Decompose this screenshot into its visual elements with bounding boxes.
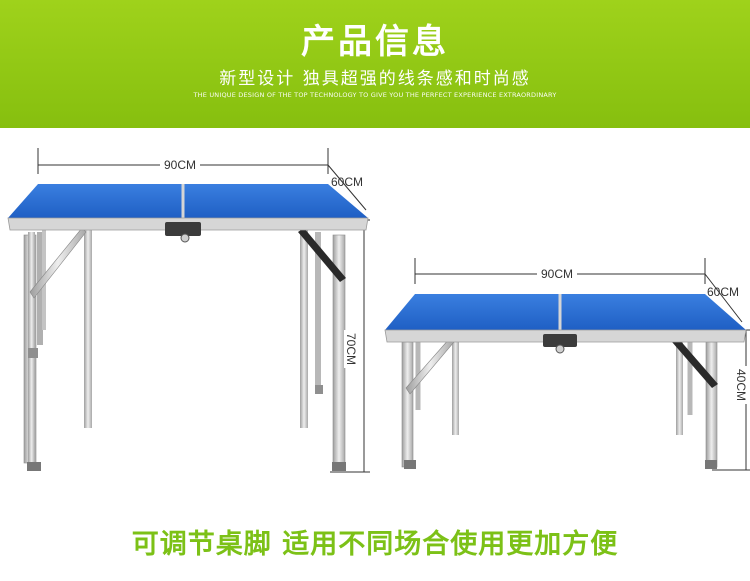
- header-banner: 产品信息 新型设计 独具超强的线条感和时尚感 THE UNIQUE DESIGN…: [0, 0, 750, 128]
- tall-table-width-label: 90CM: [160, 158, 201, 172]
- product-illustration: [7, 148, 750, 473]
- feature-caption: 可调节桌脚 适用不同场合使用更加方便: [131, 529, 619, 560]
- short-table-height-label: 40CM: [734, 366, 748, 405]
- page-tagline: THE UNIQUE DESIGN OF THE TOP TECHNOLOGY …: [193, 91, 557, 99]
- tall-table-height-label: 70CM: [344, 330, 358, 369]
- page-title: 产品信息: [301, 22, 449, 62]
- short-table-depth-label: 60CM: [707, 285, 740, 299]
- short-table: [384, 258, 750, 471]
- tall-table-depth-label: 60CM: [331, 175, 364, 189]
- short-table-top: [385, 294, 746, 330]
- tall-table: [7, 148, 370, 473]
- tall-table-top: [8, 184, 368, 218]
- page-subtitle: 新型设计 独具超强的线条感和时尚感: [219, 69, 531, 89]
- short-table-width-label: 90CM: [537, 267, 578, 281]
